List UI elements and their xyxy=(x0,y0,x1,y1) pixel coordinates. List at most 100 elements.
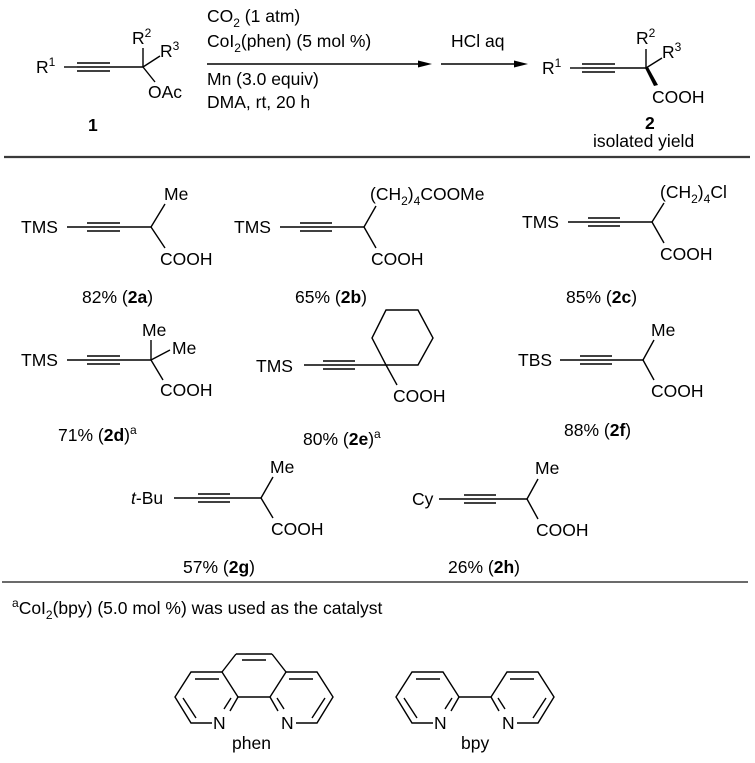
double-bond-inner xyxy=(276,697,285,710)
left-pyridine-ring xyxy=(395,671,460,724)
nitrogen-atom: N xyxy=(213,713,226,733)
condition-mn: Mn (3.0 equiv) xyxy=(207,69,319,89)
right-pyridine-ring xyxy=(286,671,334,724)
bond xyxy=(642,359,655,381)
condition-solvent: DMA, rt, 20 h xyxy=(207,92,310,112)
reactant-r2: R2 xyxy=(132,26,152,48)
product-2e: TMS COOH 80% (2e)a xyxy=(256,309,446,449)
reactant-r3: R3 xyxy=(160,39,180,61)
nitrogen-atom: N xyxy=(434,713,447,733)
substituent-left: TMS xyxy=(234,217,271,237)
acid-group: COOH xyxy=(371,249,424,269)
bond xyxy=(269,696,279,712)
bond xyxy=(271,653,287,673)
arrowhead-1 xyxy=(418,60,432,68)
substituent-left: TMS xyxy=(256,356,293,376)
acid-group: COOH xyxy=(536,520,589,540)
yield-label: 65% (2b) xyxy=(295,287,367,307)
bond xyxy=(221,671,239,698)
substituent-me-right: Me xyxy=(172,338,196,358)
cyclohexane-ring xyxy=(371,309,434,366)
product-r1: R1 xyxy=(542,56,562,78)
double-bond-inner xyxy=(497,697,506,710)
nitrogen-atom: N xyxy=(502,713,515,733)
acid-group: COOH xyxy=(660,244,713,264)
substituent-me: Me xyxy=(164,184,188,204)
product-2d: TMS Me Me COOH 71% (2d)a xyxy=(21,320,213,445)
double-bond-inner xyxy=(311,697,326,719)
footnote: aCoI2(bpy) (5.0 mol %) was used as the c… xyxy=(12,596,382,622)
acid-group: COOH xyxy=(393,386,446,406)
bond xyxy=(150,349,171,361)
condition-co2: CO2 (1 atm) xyxy=(207,6,300,30)
bond xyxy=(221,653,237,673)
double-bond-inner xyxy=(182,697,197,719)
yield-label: 88% (2f) xyxy=(564,420,631,440)
bond xyxy=(150,203,166,228)
substituent-left: TMS xyxy=(21,350,58,370)
ligand-label-bpy: bpy xyxy=(461,733,489,753)
ligand-label-phen: phen xyxy=(232,733,271,753)
bond xyxy=(229,696,239,712)
product-2h: Cy Me COOH 26% (2h) xyxy=(412,458,589,577)
product-label: 2 xyxy=(645,113,655,133)
wedge-bond xyxy=(645,67,658,86)
nitrogen-atom: N xyxy=(281,713,294,733)
reactant-r1: R1 xyxy=(36,55,56,77)
substituent-left: Cy xyxy=(412,489,434,509)
yield-label: 71% (2d)a xyxy=(58,423,137,445)
acid-group: COOH xyxy=(160,249,213,269)
bond xyxy=(363,205,377,228)
yield-label: 82% (2a) xyxy=(82,287,153,307)
double-bond-inner xyxy=(223,697,232,710)
bond xyxy=(490,696,500,712)
product-2g: t-Bu Me COOH 57% (2g) xyxy=(131,457,324,577)
double-bond-inner xyxy=(444,697,453,710)
product-2: R1 R2 R3 COOH 2 isolated yield xyxy=(542,26,705,151)
substituent-me: Me xyxy=(651,320,675,340)
bond xyxy=(363,226,377,249)
product-r3: R3 xyxy=(662,40,682,62)
bond xyxy=(260,497,274,519)
right-pyridine-ring xyxy=(490,671,555,724)
isolated-yield-note: isolated yield xyxy=(593,131,694,151)
reactant-label: 1 xyxy=(88,115,98,135)
substituent-left: TMS xyxy=(21,217,58,237)
bond xyxy=(526,478,539,500)
bond-r3 xyxy=(645,57,663,69)
bond xyxy=(526,498,539,520)
bond-oac xyxy=(142,66,156,83)
substituent-left: TMS xyxy=(522,212,559,232)
bond xyxy=(642,339,655,361)
yield-label: 80% (2e)a xyxy=(303,427,381,449)
conditions: CO2 (1 atm) CoI2(phen) (5 mol %) Mn (3.0… xyxy=(207,6,528,112)
bond xyxy=(651,221,665,244)
substituent-left: t-Bu xyxy=(131,488,163,508)
bond xyxy=(385,364,398,386)
product-2b: TMS (CH2)4COOMe COOH 65% (2b) xyxy=(234,184,485,307)
reactant-1: R1 R2 R3 OAc 1 xyxy=(36,26,182,135)
ligand-bpy: N N bpy xyxy=(395,671,555,753)
substituent-chloro-chain: (CH2)4Cl xyxy=(660,182,727,206)
bond xyxy=(150,226,166,249)
ligand-phen: N N phen xyxy=(174,653,334,753)
substituent-me: Me xyxy=(535,458,559,478)
reactant-oac: OAc xyxy=(148,82,182,102)
substituent-left: TBS xyxy=(518,350,552,370)
product-2a: TMS Me COOH 82% (2a) xyxy=(21,184,213,307)
arrowhead-2 xyxy=(514,60,528,68)
substituent-ester-chain: (CH2)4COOMe xyxy=(370,184,485,208)
yield-label: 85% (2c) xyxy=(566,287,637,307)
product-2c: TMS (CH2)4Cl COOH 85% (2c) xyxy=(522,182,727,307)
acid-group: COOH xyxy=(651,381,704,401)
bond xyxy=(651,202,665,223)
substituent-me-top: Me xyxy=(142,320,166,340)
left-pyridine-ring xyxy=(174,671,222,724)
substituent-me: Me xyxy=(270,457,294,477)
product-2f: TBS Me COOH 88% (2f) xyxy=(518,320,704,440)
bond xyxy=(150,359,164,381)
bond xyxy=(260,476,274,499)
bond xyxy=(450,696,460,712)
acid-group: COOH xyxy=(160,380,213,400)
